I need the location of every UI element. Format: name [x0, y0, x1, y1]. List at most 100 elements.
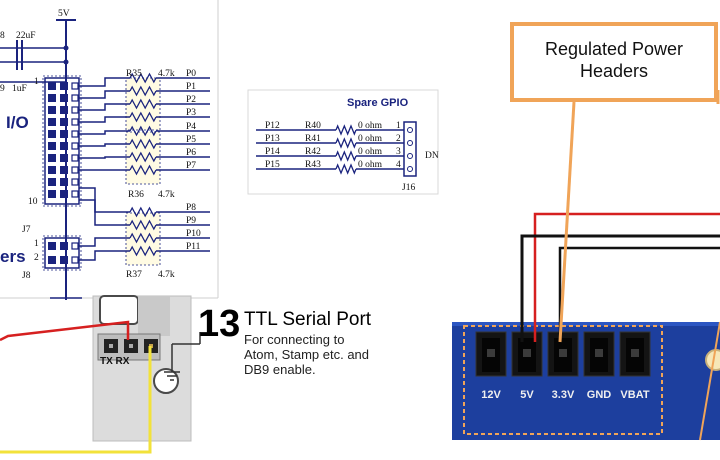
j7-pin [60, 118, 68, 126]
cap2-value: 1uF [12, 84, 27, 94]
r35-ref: R35 [126, 69, 142, 79]
ttl-desc-line: DB9 enable. [244, 362, 316, 377]
j7-pin [48, 142, 56, 150]
j8-pin2: 2 [34, 253, 39, 263]
j7-pin [60, 178, 68, 186]
j8-pin [48, 256, 56, 264]
port-label: P8 [186, 203, 196, 213]
j7-pin [60, 106, 68, 114]
j8-ref: J8 [22, 271, 31, 281]
gpio-pin-number: 2 [396, 134, 401, 144]
ttl-desc-line: For connecting to [244, 332, 345, 347]
power-headers-callout: Regulated Power Headers [510, 22, 718, 102]
gpio-pin-number: 4 [396, 160, 401, 170]
port-label: P9 [186, 216, 196, 226]
j7-pin [48, 130, 56, 138]
gpio-resistor [335, 137, 357, 149]
callout-line: Headers [579, 61, 649, 81]
port-label: P2 [186, 95, 196, 105]
io-label: I/O [6, 113, 29, 132]
port-label: P0 [186, 69, 196, 79]
power-pin-label: 3.3V [552, 389, 575, 401]
gpio-resistor-value: 0 ohm [358, 121, 383, 131]
j7-pin [60, 130, 68, 138]
resistor [129, 245, 157, 257]
resistor [129, 125, 157, 137]
cap1-ref: 8 [0, 31, 5, 41]
j7-pin [48, 190, 56, 198]
resistor [129, 232, 157, 244]
j8-pin [60, 242, 68, 250]
port-label: P5 [186, 135, 196, 145]
gpio-resistor [335, 163, 357, 175]
j7-pin10: 10 [28, 197, 38, 207]
r35-value: 4.7k [158, 69, 175, 79]
j8-pin [48, 242, 56, 250]
resistor [129, 72, 157, 84]
headers-label: ers [0, 247, 26, 266]
cap2-ref: 9 [0, 84, 5, 94]
port-label: P3 [186, 108, 196, 118]
j7-pin [48, 154, 56, 162]
resistor [129, 111, 157, 123]
callout-line: Regulated Power [544, 39, 684, 59]
j7-pin [48, 82, 56, 90]
power-pin-label: 5V [520, 389, 534, 401]
cap1-value: 22uF [16, 31, 36, 41]
port-label: P4 [186, 122, 196, 132]
gpio-port: P15 [265, 160, 280, 170]
j7-pin [48, 178, 56, 186]
io-schematic: 5V 8 22uF 9 1uF 1 10 J7 I/O 1 2 J8 ers P… [0, 0, 219, 300]
j8-pin1: 1 [34, 239, 39, 249]
resistor [129, 219, 157, 231]
gpio-resistor-value: 0 ohm [358, 134, 383, 144]
gpio-resistor-ref: R41 [305, 134, 321, 144]
resistor [129, 206, 157, 218]
gpio-resistor-ref: R40 [305, 121, 321, 131]
j7-pin [48, 94, 56, 102]
gpio-port: P13 [265, 134, 280, 144]
gpio-dn: DN [425, 151, 439, 161]
gpio-resistor [335, 150, 357, 162]
r36-ref: R36 [128, 190, 144, 200]
power-pin-label: VBAT [620, 389, 649, 401]
r37-value: 4.7k [158, 270, 175, 280]
j7-ref: J7 [22, 225, 31, 235]
j7-pin [60, 190, 68, 198]
j7-pin [60, 154, 68, 162]
gpio-resistor-value: 0 ohm [358, 147, 383, 157]
resistor [129, 138, 157, 150]
j7-pin [60, 142, 68, 150]
gpio-resistor-value: 0 ohm [358, 160, 383, 170]
gpio-pin-number: 3 [396, 147, 401, 157]
r36-value: 4.7k [158, 190, 175, 200]
spare-gpio-title: Spare GPIO [347, 97, 409, 109]
gpio-resistor-ref: R43 [305, 160, 321, 170]
r37-ref: R37 [126, 270, 142, 280]
port-label: P11 [186, 242, 201, 252]
power-pin-label: 12V [481, 389, 501, 401]
ttl-callout-number: 13 [198, 303, 241, 345]
j7-pin [48, 166, 56, 174]
ttl-desc-line: Atom, Stamp etc. and [244, 347, 370, 362]
ttl-callout-description: For connecting to Atom, Stamp etc. and D… [244, 332, 369, 377]
ttl-callout-title: TTL Serial Port [244, 309, 372, 330]
ttl-board-photo: TX RX [0, 295, 201, 454]
resistor [129, 164, 157, 176]
port-label: P7 [186, 161, 196, 171]
gpio-port: P12 [265, 121, 280, 131]
resistor [129, 98, 157, 110]
j7-pin1: 1 [34, 77, 39, 87]
port-label: P6 [186, 148, 196, 158]
j7-pin [60, 166, 68, 174]
j8-pin [60, 256, 68, 264]
j7-pin [48, 106, 56, 114]
gpio-connector: J16 [402, 183, 415, 193]
gpio-resistor [335, 124, 357, 136]
j7-pin [60, 94, 68, 102]
power-pin-label: GND [587, 389, 612, 401]
j7-pin [48, 118, 56, 126]
resistor [129, 151, 157, 163]
resistor [129, 85, 157, 97]
